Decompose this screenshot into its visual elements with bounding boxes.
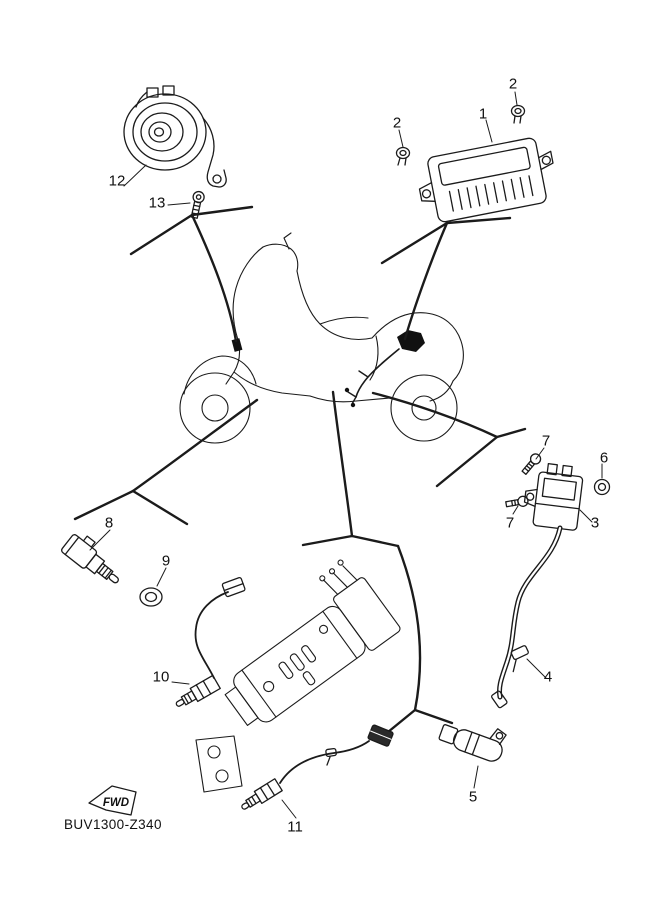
temp-sensor-art: [61, 534, 119, 584]
callout-7b-screw: 7: [505, 514, 515, 532]
callout-7a-screw: 7: [541, 432, 551, 450]
washer-6-art: [593, 478, 611, 496]
callout-8-temp-sensor: 8: [104, 514, 114, 532]
callout-1-rectifier: 1: [478, 105, 488, 123]
plug-wire-art: [491, 525, 563, 709]
callout-pointer-lines: [89, 91, 603, 819]
vehicle-harness: [231, 330, 425, 408]
diagram-code: BUV1300-Z340: [64, 817, 162, 832]
callout-10-o2-sensor: 10: [152, 668, 170, 686]
screw-7a-art: [521, 453, 542, 475]
callout-4-clamp: 4: [543, 668, 553, 686]
bolt-2b-art: [510, 104, 526, 124]
callout-2b-bolt: 2: [508, 75, 518, 93]
engine-assembly-art: [195, 559, 401, 793]
callout-2a-bolt: 2: [392, 114, 402, 132]
fwd-label: FWD: [103, 797, 129, 809]
washer-9-art: [139, 587, 163, 607]
leader-lines: [73, 205, 527, 743]
fwd-arrow: FWD: [88, 785, 137, 816]
o2-sensor-11-art: [241, 724, 394, 810]
screw-7b-art: [505, 495, 529, 508]
callout-6-washer: 6: [599, 449, 609, 467]
callout-11-o2-sensor: 11: [287, 818, 303, 836]
o2-sensor-10-art: [175, 576, 246, 707]
callout-12-horn: 12: [108, 172, 126, 190]
rectifier-art: [418, 137, 554, 223]
horn-art: [123, 85, 227, 188]
callout-13-bolt: 13: [148, 194, 166, 212]
callout-3-coil: 3: [590, 514, 600, 532]
sensor-5-art: [438, 724, 507, 762]
wire-clamp-4-art: [510, 645, 529, 673]
bolt-2a-art: [395, 146, 411, 166]
callout-9-washer: 9: [161, 552, 171, 570]
callout-5-sensor: 5: [468, 788, 478, 806]
ignition-coil-art: [523, 463, 584, 531]
